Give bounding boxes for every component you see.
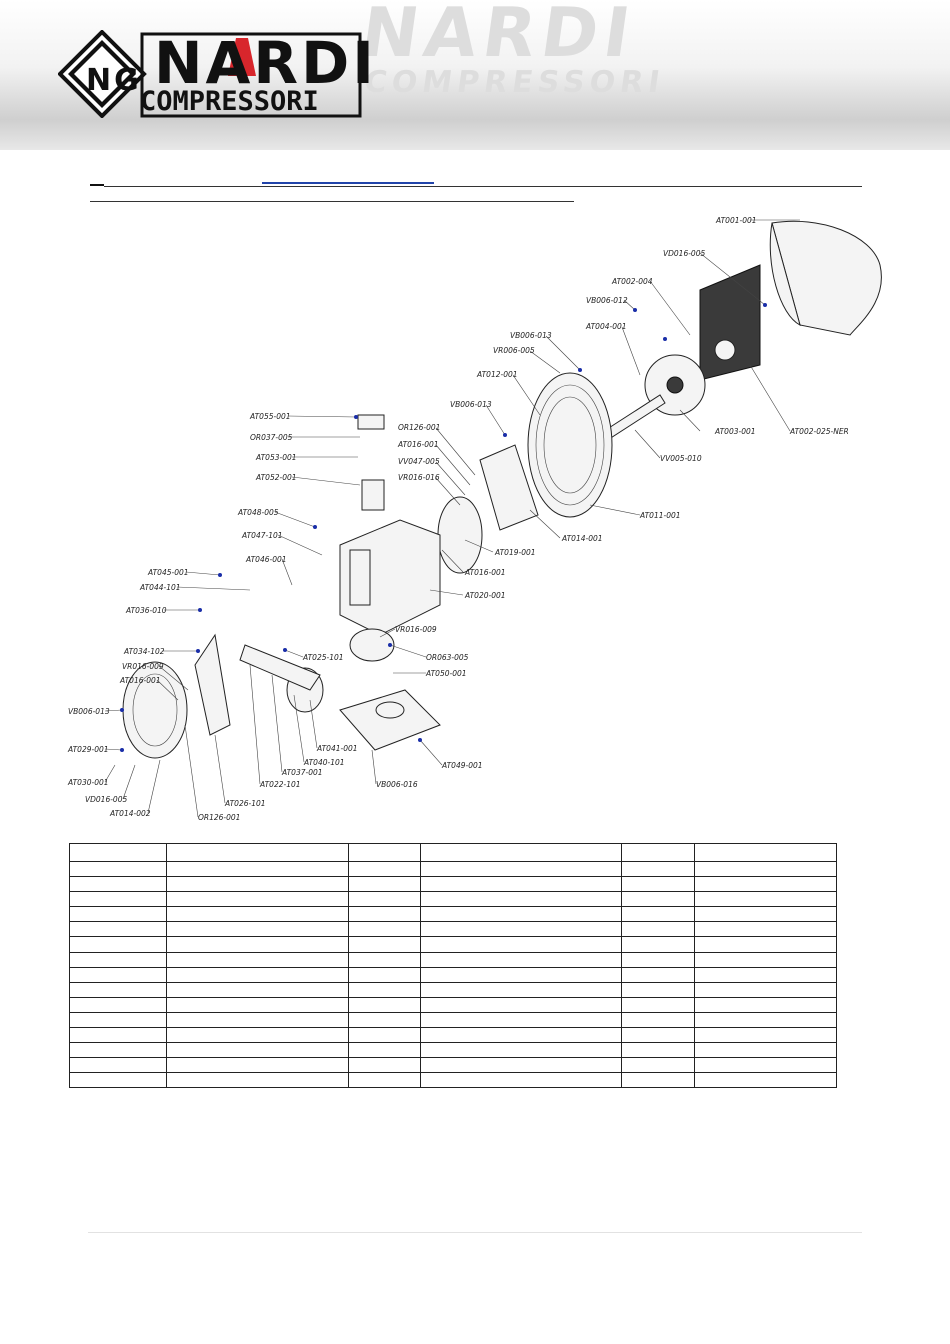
part-label: AT046-001 bbox=[245, 555, 287, 564]
part-label: OR037-005 bbox=[250, 433, 293, 442]
part-label: AT014-001 bbox=[561, 534, 603, 543]
part-label: VR016-016 bbox=[398, 473, 440, 482]
conrod-part bbox=[194, 633, 321, 736]
table-row bbox=[69, 1057, 837, 1074]
part-label: VV005-010 bbox=[660, 454, 702, 463]
base-plate-part bbox=[339, 689, 441, 751]
part-label: AT050-001 bbox=[425, 669, 467, 678]
table-row bbox=[69, 921, 837, 938]
part-label: AT037-001 bbox=[281, 768, 323, 777]
part-label: AT036-010 bbox=[125, 606, 167, 615]
leader-lines bbox=[104, 219, 800, 818]
part-label: AT016-001 bbox=[397, 440, 439, 449]
table-row bbox=[69, 860, 837, 878]
part-label: AT040-101 bbox=[303, 758, 345, 767]
table-row bbox=[69, 981, 837, 998]
part-label: VB006-013 bbox=[450, 400, 492, 409]
part-label: AT003-001 bbox=[714, 427, 756, 436]
rear-flange-part bbox=[122, 661, 188, 759]
watermark-sub-text: COMPRESSORI bbox=[362, 65, 667, 100]
section-rule-bottom bbox=[90, 201, 574, 202]
part-label: VR016-009 bbox=[122, 662, 164, 671]
part-label: AT014-002 bbox=[109, 809, 151, 818]
part-label: OR126-001 bbox=[198, 813, 240, 822]
table-row bbox=[69, 906, 837, 923]
part-labels: AT001-001 VD016-005 AT002-004 VB006-012 … bbox=[67, 216, 849, 822]
part-label: AT055-001 bbox=[249, 412, 291, 421]
part-label: AT011-001 bbox=[639, 511, 681, 520]
part-label: AT019-001 bbox=[494, 548, 536, 557]
part-label: AT053-001 bbox=[255, 453, 297, 462]
part-label: AT030-001 bbox=[67, 778, 109, 787]
part-label: AT026-101 bbox=[224, 799, 266, 808]
part-label: AT041-001 bbox=[316, 744, 358, 753]
table-row bbox=[69, 951, 837, 968]
title-link-underline bbox=[262, 182, 434, 184]
crankcase-part bbox=[339, 519, 441, 636]
parts-table bbox=[69, 843, 837, 1089]
part-label: AT016-001 bbox=[464, 568, 506, 577]
cylinder-head-part bbox=[357, 414, 385, 511]
part-label: VB006-016 bbox=[376, 780, 418, 789]
part-label: AT048-005 bbox=[237, 508, 279, 517]
parts-table-body bbox=[69, 843, 837, 1089]
leader-dots bbox=[120, 303, 767, 752]
part-label: AT012-001 bbox=[476, 370, 518, 379]
part-label: AT045-001 bbox=[147, 568, 189, 577]
table-row bbox=[69, 1072, 837, 1089]
table-row bbox=[69, 936, 837, 953]
part-label: AT002-025-NER bbox=[789, 427, 849, 436]
fan-cover-part bbox=[769, 220, 882, 336]
part-label: OR126-001 bbox=[398, 423, 440, 432]
part-label: VV047-005 bbox=[398, 457, 440, 466]
part-label: AT034-102 bbox=[123, 647, 165, 656]
title-mark bbox=[90, 184, 104, 186]
watermark-main-text: NARDI bbox=[356, 0, 641, 73]
logo-sub-text: COMPRESSORI bbox=[140, 86, 319, 117]
part-label: VD016-005 bbox=[663, 249, 705, 258]
part-label: VR006-005 bbox=[493, 346, 535, 355]
table-row bbox=[69, 1042, 837, 1059]
table-row bbox=[69, 891, 837, 908]
table-row bbox=[69, 996, 837, 1013]
part-label: VD016-005 bbox=[85, 795, 127, 804]
fan-part bbox=[699, 264, 761, 381]
table-header-row bbox=[69, 843, 837, 862]
logo-main-text: NARDI bbox=[154, 29, 377, 97]
table-row bbox=[69, 876, 837, 893]
section-rule-top bbox=[104, 186, 862, 187]
nardi-logo: NG NARDI COMPRESSORI bbox=[57, 29, 374, 119]
guard-grille-part bbox=[527, 372, 613, 518]
part-label: VB006-012 bbox=[586, 296, 628, 305]
table-row bbox=[69, 1011, 837, 1029]
part-label: AT025-101 bbox=[302, 653, 344, 662]
header-watermark: NARDI COMPRESSORI bbox=[354, 0, 667, 100]
part-label: AT001-001 bbox=[715, 216, 757, 225]
part-label: VB006-013 bbox=[510, 331, 552, 340]
front-flange-part bbox=[437, 444, 539, 574]
footer-rule bbox=[88, 1232, 862, 1233]
part-label: AT022-101 bbox=[259, 780, 301, 789]
part-label: AT016-001 bbox=[119, 676, 161, 685]
part-label: AT029-001 bbox=[67, 745, 109, 754]
part-label: VB006-013 bbox=[68, 707, 110, 716]
header-band bbox=[0, 0, 950, 150]
part-label: AT020-001 bbox=[464, 591, 506, 600]
part-label: AT052-001 bbox=[255, 473, 297, 482]
exploded-parts-diagram: AT001-001 VD016-005 AT002-004 VB006-012 … bbox=[67, 216, 882, 822]
table-row bbox=[69, 1027, 837, 1044]
logo-emblem bbox=[57, 29, 362, 119]
part-label: AT049-001 bbox=[441, 761, 483, 770]
part-label: AT044-101 bbox=[139, 583, 181, 592]
logo-monogram: NG bbox=[86, 63, 142, 98]
part-label: AT047-101 bbox=[241, 531, 283, 540]
part-label: AT004-001 bbox=[585, 322, 627, 331]
table-row bbox=[69, 966, 837, 983]
part-label: AT002-004 bbox=[611, 277, 653, 286]
part-label: OR063-005 bbox=[426, 653, 469, 662]
part-label: VR016-009 bbox=[395, 625, 437, 634]
